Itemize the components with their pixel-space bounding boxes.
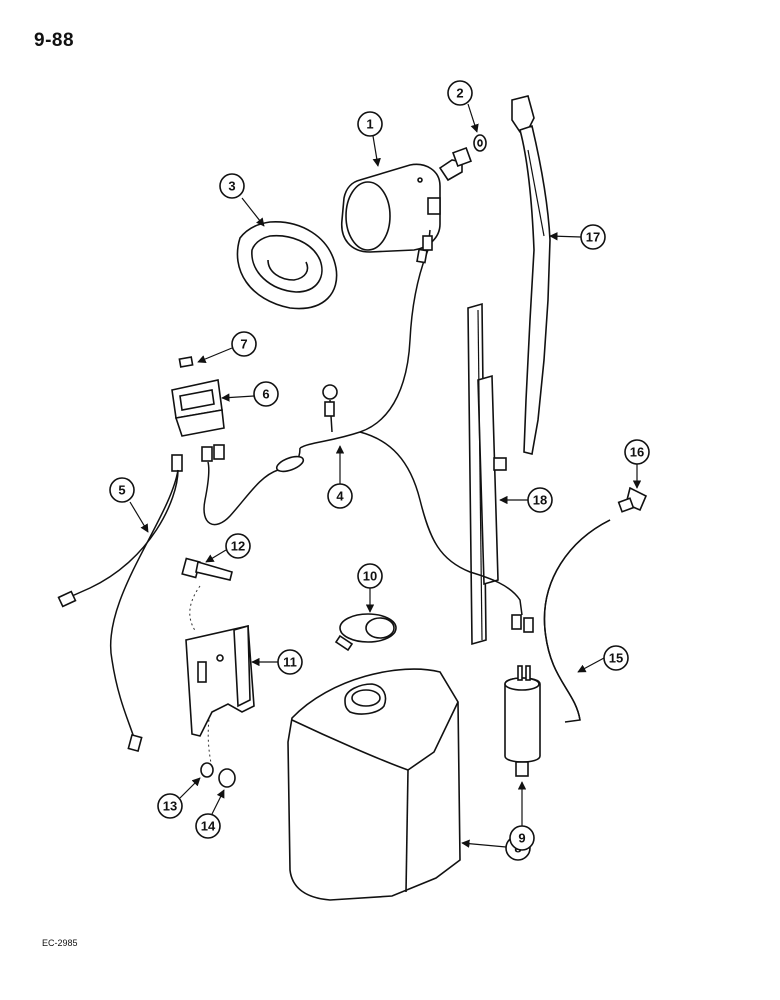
svg-text:10: 10 xyxy=(363,569,377,584)
bolt xyxy=(181,557,233,581)
svg-text:3: 3 xyxy=(228,179,235,194)
callout-16: 16 xyxy=(624,439,650,465)
wiper-blade xyxy=(467,302,507,646)
buzzer xyxy=(334,613,397,652)
svg-text:15: 15 xyxy=(609,651,623,666)
washer-part-13 xyxy=(200,762,214,778)
svg-text:9: 9 xyxy=(518,831,525,846)
svg-text:6: 6 xyxy=(262,387,269,402)
svg-text:5: 5 xyxy=(118,483,125,498)
leaders xyxy=(129,103,642,848)
svg-text:4: 4 xyxy=(336,489,344,504)
nut-part-14 xyxy=(218,768,236,788)
washer-reservoir xyxy=(287,668,461,901)
svg-text:14: 14 xyxy=(201,819,216,834)
svg-text:12: 12 xyxy=(231,539,245,554)
washer-part-2 xyxy=(473,134,487,152)
svg-text:1: 1 xyxy=(366,117,373,132)
svg-text:7: 7 xyxy=(240,337,247,352)
wire-lead xyxy=(57,454,183,753)
svg-text:17: 17 xyxy=(586,230,600,245)
svg-text:13: 13 xyxy=(163,799,177,814)
callout-12: 12 xyxy=(225,533,251,559)
callout-4: 4 xyxy=(327,483,353,509)
rocker-switch xyxy=(171,379,225,437)
callout-10: 10 xyxy=(357,563,383,589)
main-harness xyxy=(201,384,534,633)
motor-wire xyxy=(299,229,431,449)
callout-5: 5 xyxy=(109,477,135,503)
callout-2: 2 xyxy=(447,80,473,106)
callout-9: 9 xyxy=(509,825,535,851)
callout-11: 11 xyxy=(277,649,303,675)
callout-18: 18 xyxy=(527,487,553,513)
callout-15: 15 xyxy=(603,645,629,671)
callout-17: 17 xyxy=(580,224,606,250)
callout-1: 1 xyxy=(357,111,383,137)
callout-14: 14 xyxy=(195,813,221,839)
washer-pump xyxy=(504,665,541,777)
reference-code: EC-2985 xyxy=(42,938,78,948)
callout-13: 13 xyxy=(157,793,183,819)
svg-text:2: 2 xyxy=(456,86,463,101)
callout-7: 7 xyxy=(231,331,257,357)
wiper-arm xyxy=(511,95,551,455)
svg-text:16: 16 xyxy=(630,445,644,460)
callout-6: 6 xyxy=(253,381,279,407)
mounting-bracket xyxy=(185,624,255,737)
washer-nozzle xyxy=(617,486,648,513)
washer-hose xyxy=(543,519,611,723)
svg-text:11: 11 xyxy=(283,655,297,670)
wiper-motor-boot xyxy=(236,221,338,310)
svg-text:18: 18 xyxy=(533,493,547,508)
page-number: 9-88 xyxy=(34,30,75,51)
wiper-motor xyxy=(341,147,472,253)
switch-lens xyxy=(178,356,194,368)
callout-3: 3 xyxy=(219,173,245,199)
